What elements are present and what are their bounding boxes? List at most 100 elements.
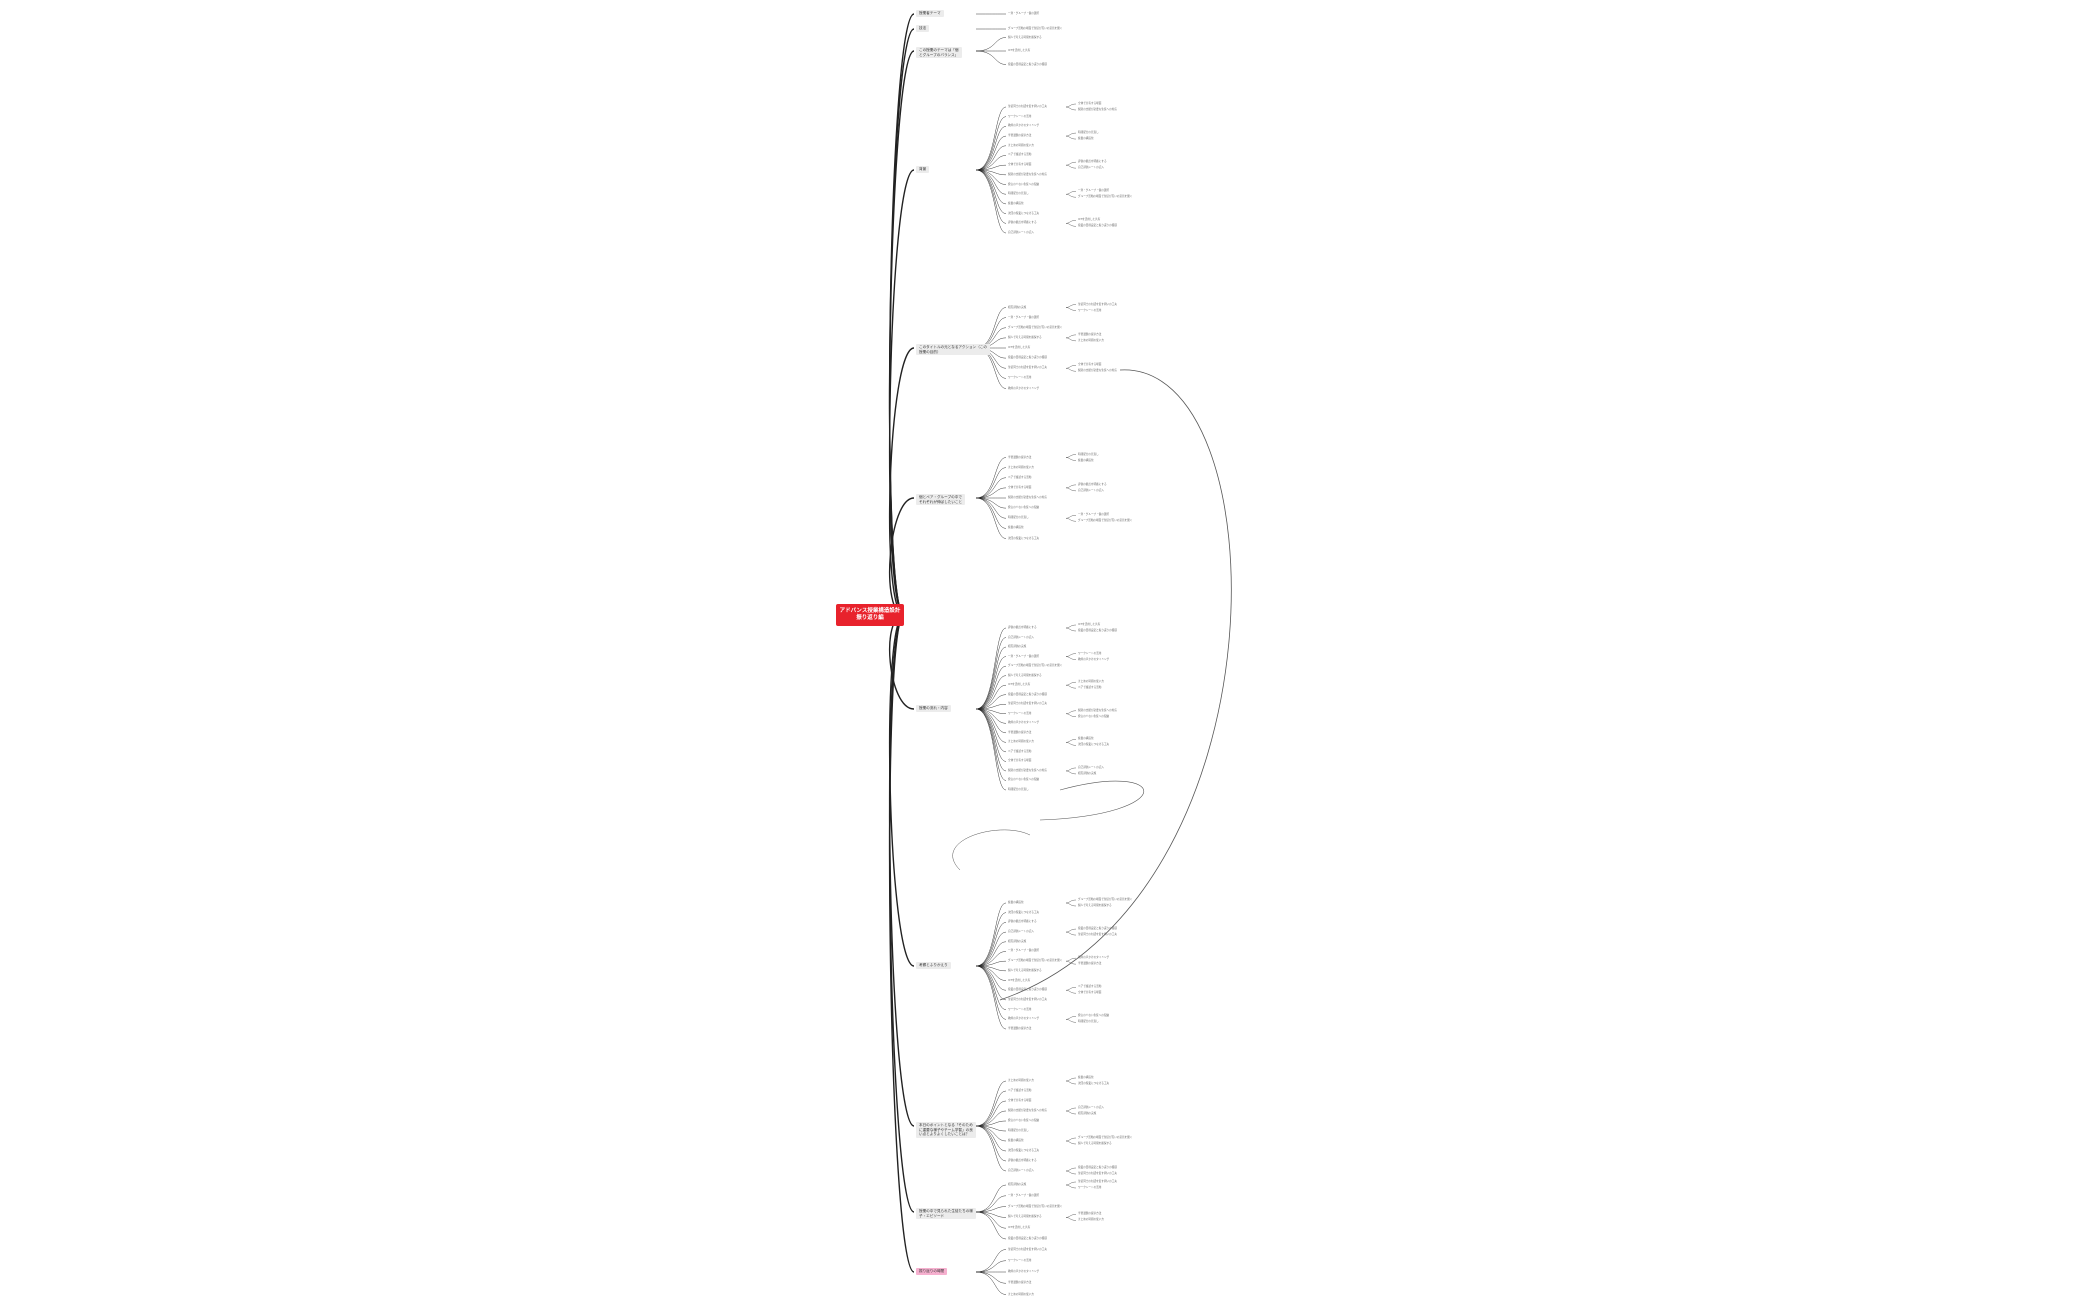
- sub-leaf-topic[interactable]: 板書の構造化: [1078, 737, 1094, 741]
- sub-leaf-topic[interactable]: 生徒同士の対話を促す問いの工夫: [1078, 933, 1117, 937]
- sub-leaf-topic[interactable]: 教師の声かけのタイミング: [1078, 956, 1110, 960]
- leaf-topic[interactable]: 時間配分の見直し: [1008, 516, 1029, 520]
- sub-leaf-topic[interactable]: 授業の目標設定と振り返りの循環: [1078, 1166, 1117, 1169]
- leaf-topic[interactable]: 生徒同士の対話を促す問いの工夫: [1008, 105, 1047, 108]
- sub-leaf-topic[interactable]: 一斉・グループ・個の選択: [1078, 189, 1109, 193]
- leaf-topic[interactable]: 授業の目標設定と振り返りの循環: [1008, 692, 1047, 696]
- leaf-topic[interactable]: グループ活動の場面で生徒が互いの意見を聞く: [1008, 27, 1063, 30]
- leaf-topic[interactable]: 一斉・グループ・個の選択: [1008, 1193, 1039, 1197]
- leaf-topic[interactable]: 発言の少ない生徒への配慮: [1008, 506, 1040, 510]
- leaf-topic[interactable]: 評価の観点を明確にする: [1008, 626, 1037, 629]
- category-c1[interactable]: 技法: [916, 25, 930, 32]
- sub-leaf-topic[interactable]: 時間配分の見直し: [1078, 452, 1099, 456]
- category-c4[interactable]: このタイトルの元となるアクション（この 授業の目的）: [916, 344, 990, 356]
- sub-leaf-topic[interactable]: まとめの時間の使い方: [1078, 1218, 1104, 1222]
- leaf-topic[interactable]: 個人で考える時間を確保する: [1008, 35, 1042, 39]
- leaf-topic[interactable]: ICTを活用した共有: [1008, 49, 1031, 52]
- leaf-topic[interactable]: 一斉・グループ・個の選択: [1008, 949, 1039, 953]
- sub-leaf-topic[interactable]: 発言の少ない生徒への配慮: [1078, 714, 1110, 718]
- sub-leaf-topic[interactable]: 個人で考える時間を確保する: [1078, 1142, 1112, 1145]
- leaf-topic[interactable]: まとめの時間の使い方: [1008, 465, 1034, 469]
- category-c7[interactable]: 考察とふりかえり: [916, 962, 951, 969]
- sub-leaf-topic[interactable]: 時間配分の見直し: [1078, 1020, 1099, 1024]
- leaf-topic[interactable]: ペアで確認する活動: [1008, 153, 1032, 157]
- leaf-topic[interactable]: 授業の目標設定と振り返りの循環: [1008, 1237, 1047, 1240]
- sub-leaf-topic[interactable]: グループ活動の場面で生徒が互いの意見を聞く: [1078, 519, 1133, 523]
- leaf-topic[interactable]: グループ活動の場面で生徒が互いの意見を聞く: [1008, 325, 1063, 329]
- leaf-topic[interactable]: 評価の観点を明確にする: [1008, 221, 1037, 225]
- sub-leaf-topic[interactable]: 個別の支援が必要な生徒への対応: [1078, 369, 1117, 373]
- sub-leaf-topic[interactable]: ワークシートの活用: [1078, 308, 1102, 312]
- sub-leaf-topic[interactable]: 自己評価シートの記入: [1078, 488, 1104, 492]
- leaf-topic[interactable]: ワークシートの活用: [1008, 1258, 1032, 1262]
- leaf-topic[interactable]: 時間配分の見直し: [1008, 1129, 1029, 1132]
- sub-leaf-topic[interactable]: ICTを活用した共有: [1078, 218, 1101, 222]
- sub-leaf-topic[interactable]: 評価の観点を明確にする: [1078, 160, 1107, 164]
- leaf-topic[interactable]: 教師の声かけのタイミング: [1008, 1017, 1040, 1021]
- leaf-topic[interactable]: 教師の声かけのタイミング: [1008, 386, 1040, 390]
- sub-leaf-topic[interactable]: 次回の授業につなげる工夫: [1078, 1082, 1110, 1085]
- sub-leaf-topic[interactable]: 自己評価シートの記入: [1078, 765, 1104, 769]
- leaf-topic[interactable]: 自己評価シートの記入: [1008, 930, 1034, 934]
- sub-leaf-topic[interactable]: 授業の目標設定と振り返りの循環: [1078, 927, 1117, 931]
- sub-leaf-topic[interactable]: 全体で共有する場面: [1078, 102, 1102, 105]
- leaf-topic[interactable]: ICTを活用した共有: [1008, 346, 1031, 349]
- leaf-topic[interactable]: 次回の授業につなげる工夫: [1008, 910, 1040, 914]
- leaf-topic[interactable]: 学習課題の提示方法: [1008, 134, 1032, 138]
- leaf-topic[interactable]: 個別の支援が必要な生徒への対応: [1008, 768, 1047, 772]
- leaf-topic[interactable]: 個別の支援が必要な生徒への対応: [1008, 172, 1047, 176]
- leaf-topic[interactable]: 学習課題の提示方法: [1008, 1027, 1032, 1030]
- leaf-topic[interactable]: まとめの時間の使い方: [1008, 740, 1034, 744]
- category-c6[interactable]: 授業の流れ・内容: [916, 705, 951, 712]
- leaf-topic[interactable]: 自己評価シートの記入: [1008, 1169, 1034, 1172]
- leaf-topic[interactable]: ペアで確認する活動: [1008, 749, 1032, 753]
- sub-leaf-topic[interactable]: 自己評価シートの記入: [1078, 1106, 1104, 1109]
- sub-leaf-topic[interactable]: 発言の少ない生徒への配慮: [1078, 1014, 1110, 1018]
- leaf-topic[interactable]: グループ活動の場面で生徒が互いの意見を聞く: [1008, 1204, 1063, 1208]
- leaf-topic[interactable]: ワークシートの活用: [1008, 114, 1032, 118]
- sub-leaf-topic[interactable]: 一斉・グループ・個の選択: [1078, 513, 1109, 517]
- leaf-topic[interactable]: 生徒同士の対話を促す問いの工夫: [1008, 997, 1047, 1001]
- leaf-topic[interactable]: ワークシートの活用: [1008, 376, 1032, 380]
- leaf-topic[interactable]: 個人で考える時間を確保する: [1008, 335, 1042, 339]
- leaf-topic[interactable]: 次回の授業につなげる工夫: [1008, 211, 1040, 215]
- sub-leaf-topic[interactable]: 学習課題の提示方法: [1078, 962, 1102, 966]
- leaf-topic[interactable]: グループ活動の場面で生徒が互いの意見を聞く: [1008, 959, 1063, 963]
- leaf-topic[interactable]: 個人で考える時間を確保する: [1008, 968, 1042, 972]
- sub-leaf-topic[interactable]: 全体で共有する場面: [1078, 991, 1102, 995]
- category-c0[interactable]: 授業者テーマ: [916, 10, 944, 17]
- sub-leaf-topic[interactable]: 板書の構造化: [1078, 1076, 1094, 1079]
- leaf-topic[interactable]: ICTを活用した共有: [1008, 978, 1031, 982]
- leaf-topic[interactable]: 板書の構造化: [1008, 901, 1024, 904]
- leaf-topic[interactable]: まとめの時間の使い方: [1008, 1292, 1034, 1296]
- leaf-topic[interactable]: 板書の構造化: [1008, 526, 1024, 530]
- sub-leaf-topic[interactable]: 自己評価シートの記入: [1078, 166, 1104, 170]
- sub-leaf-topic[interactable]: グループ活動の場面で生徒が互いの意見を聞く: [1078, 1136, 1133, 1139]
- leaf-topic[interactable]: 次回の授業につなげる工夫: [1008, 536, 1040, 540]
- leaf-topic[interactable]: 個人で考える時間を確保する: [1008, 1215, 1042, 1219]
- leaf-topic[interactable]: 自己評価シートの記入: [1008, 635, 1034, 639]
- sub-leaf-topic[interactable]: 教師の声かけのタイミング: [1078, 657, 1110, 661]
- sub-leaf-topic[interactable]: 評価の観点を明確にする: [1078, 482, 1107, 486]
- leaf-topic[interactable]: ワークシートの活用: [1008, 711, 1032, 715]
- leaf-topic[interactable]: 個人で考える時間を確保する: [1008, 673, 1042, 677]
- leaf-topic[interactable]: ICTを活用した共有: [1008, 683, 1031, 687]
- leaf-topic[interactable]: 時間配分の見直し: [1008, 192, 1029, 196]
- leaf-topic[interactable]: 授業の目標設定と振り返りの循環: [1008, 988, 1047, 992]
- leaf-topic[interactable]: 評価の観点を明確にする: [1008, 920, 1037, 924]
- sub-leaf-topic[interactable]: グループ活動の場面で生徒が互いの意見を聞く: [1078, 195, 1133, 199]
- leaf-topic[interactable]: 授業の目標設定と振り返りの循環: [1008, 356, 1047, 360]
- category-c8[interactable]: 本日のポイントとなる「そのため に重要な様子やチーム学習」の良 い点とよりよくし…: [916, 1122, 976, 1138]
- root-topic[interactable]: アドバンス授業構造設計 振り返り編: [836, 604, 904, 626]
- leaf-topic[interactable]: 一斉・グループ・個の選択: [1008, 315, 1039, 319]
- leaf-topic[interactable]: 全体で共有する場面: [1008, 485, 1032, 489]
- leaf-topic[interactable]: 自己評価シートの記入: [1008, 231, 1034, 234]
- leaf-topic[interactable]: 板書の構造化: [1008, 1139, 1024, 1142]
- leaf-topic[interactable]: 相互評価の実施: [1008, 305, 1027, 309]
- leaf-topic[interactable]: 学習課題の提示方法: [1008, 730, 1032, 734]
- sub-leaf-topic[interactable]: まとめの時間の使い方: [1078, 338, 1104, 342]
- sub-leaf-topic[interactable]: ICTを活用した共有: [1078, 623, 1101, 626]
- sub-leaf-topic[interactable]: 相互評価の実施: [1078, 1112, 1097, 1115]
- leaf-topic[interactable]: 全体で共有する場面: [1008, 1099, 1032, 1102]
- category-c5[interactable]: 個とペア・グループの中で それぞれが伸ばしたいこと: [916, 494, 966, 506]
